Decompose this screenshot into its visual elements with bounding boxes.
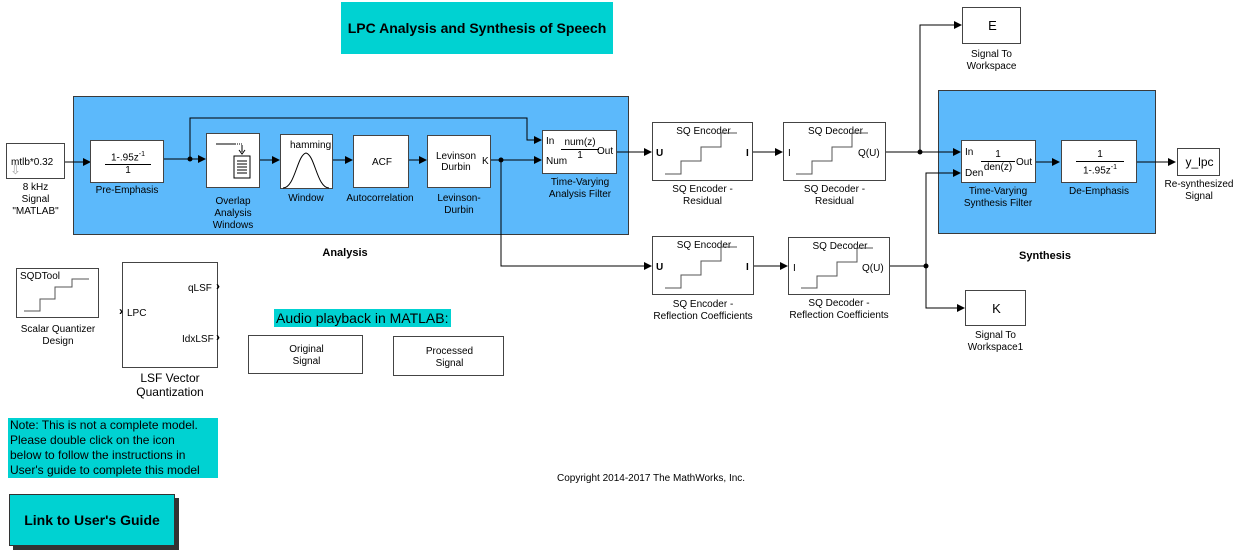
port-q-u: Q(U) bbox=[858, 148, 880, 159]
note-annotation: Note: This is not a complete model. Plea… bbox=[8, 418, 218, 478]
port-i: I bbox=[788, 148, 791, 159]
port-den: Den bbox=[965, 168, 984, 179]
port-num: Num bbox=[546, 156, 568, 167]
model-title: LPC Analysis and Synthesis of Speech bbox=[341, 2, 613, 54]
autocorrelation-label: Autocorrelation bbox=[346, 193, 414, 204]
levinson-durbin-block[interactable]: Levinson Durbin K bbox=[427, 135, 491, 188]
window-block[interactable]: hamming bbox=[280, 134, 333, 189]
staircase-icon bbox=[665, 246, 737, 289]
sq-encoder-title: SQ Encoder bbox=[676, 126, 731, 137]
sqdtool-text: SQDTool bbox=[20, 271, 61, 282]
buffer-icon bbox=[216, 143, 251, 179]
sqdtool-label: Scalar Quantizer Design bbox=[20, 324, 96, 347]
staircase-icon bbox=[24, 278, 89, 312]
workspace-k-text: K bbox=[992, 301, 1001, 316]
workspace-k-block[interactable]: K bbox=[965, 290, 1026, 326]
y-lpc-text: y_lpc bbox=[1185, 155, 1214, 169]
window-label: Window bbox=[288, 193, 324, 204]
sq-decoder-rc-label: SQ Decoder - Reflection Coefficients bbox=[789, 298, 889, 321]
port-u: U bbox=[656, 148, 664, 159]
line-levinson-to-sqenc-rc bbox=[500, 160, 652, 270]
workspace-e-block[interactable]: E bbox=[962, 7, 1021, 44]
port-lpc: LPC bbox=[127, 308, 147, 319]
workspace-k-label: Signal To Workspace1 bbox=[967, 330, 1024, 353]
line-to-workspace-k bbox=[925, 266, 965, 312]
de-emphasis-tf: 1 1-.95z-1 bbox=[1076, 149, 1124, 177]
source-block[interactable]: mtlb*0.32 ⇩ bbox=[6, 143, 65, 179]
staircase-icon bbox=[801, 247, 873, 289]
audio-playback-annotation: Audio playback in MATLAB: bbox=[274, 309, 451, 327]
sq-encoder-residual-label: SQ Encoder - Residual bbox=[672, 184, 733, 207]
line-preemph-to-filter-in bbox=[189, 117, 542, 159]
sq-decoder-rc-block[interactable]: SQ Decoder I Q(U) bbox=[788, 237, 890, 295]
de-emphasis-label: De-Emphasis bbox=[1068, 186, 1130, 197]
pre-emphasis-label: Pre-Emphasis bbox=[95, 185, 159, 196]
port-i: I bbox=[793, 263, 796, 274]
pre-emphasis-tf: 1-.95z-1 1 bbox=[105, 149, 151, 177]
source-block-text: mtlb*0.32 bbox=[11, 157, 54, 168]
model-title-text: LPC Analysis and Synthesis of Speech bbox=[347, 20, 607, 36]
input-port-icon: › bbox=[119, 304, 123, 318]
port-out: Out bbox=[1016, 157, 1033, 168]
overlap-windows-block[interactable] bbox=[206, 133, 260, 188]
analysis-filter-label: Time-Varying Analysis Filter bbox=[548, 177, 612, 200]
synthesis-filter-tf: 1 den(z) bbox=[981, 149, 1015, 174]
port-i: I bbox=[746, 148, 749, 159]
staircase-icon bbox=[665, 132, 737, 175]
synthesis-filter-block[interactable]: In Den Out 1 den(z) bbox=[961, 140, 1036, 183]
sq-encoder-rc-block[interactable]: SQ Encoder U I bbox=[652, 236, 754, 295]
levinson-durbin-label: Levinson- Durbin bbox=[437, 193, 481, 216]
original-signal-button[interactable]: Original Signal bbox=[248, 335, 363, 374]
sq-encoder-residual-block[interactable]: SQ Encoder U I bbox=[652, 122, 753, 181]
sq-decoder-residual-label: SQ Decoder - Residual bbox=[803, 184, 866, 207]
y-lpc-label: Re-synthesized Signal bbox=[1164, 179, 1234, 202]
window-type-text: hamming bbox=[290, 140, 332, 151]
source-label: 8 kHz Signal "MATLAB" bbox=[12, 182, 59, 217]
port-out: Out bbox=[597, 146, 614, 157]
output-port-icon: › bbox=[216, 279, 220, 293]
port-in: In bbox=[965, 147, 974, 158]
line-to-workspace-e bbox=[919, 21, 962, 152]
analysis-filter-block[interactable]: In Num Out num(z) 1 bbox=[542, 130, 617, 174]
analysis-filter-tf: num(z) 1 bbox=[561, 137, 599, 162]
sq-decoder-residual-block[interactable]: SQ Decoder I Q(U) bbox=[783, 122, 886, 181]
hamming-curve-icon bbox=[282, 152, 330, 189]
port-q-u: Q(U) bbox=[862, 263, 884, 274]
users-guide-link-button[interactable]: Link to User's Guide bbox=[9, 494, 175, 546]
port-u: U bbox=[656, 262, 664, 273]
synthesis-area-label: Synthesis bbox=[1019, 250, 1071, 262]
analysis-area[interactable] bbox=[73, 96, 629, 235]
port-idxlsf: IdxLSF bbox=[182, 334, 214, 345]
line-sqdec-rc-to-synth-den bbox=[890, 169, 961, 267]
sq-encoder-title: SQ Encoder bbox=[676, 240, 732, 251]
output-port-icon: › bbox=[216, 330, 220, 344]
sq-decoder-title: SQ Decoder bbox=[807, 126, 864, 137]
copyright-text: Copyright 2014-2017 The MathWorks, Inc. bbox=[557, 473, 746, 484]
processed-signal-button[interactable]: Processed Signal bbox=[393, 336, 504, 376]
lsf-vq-label: LSF Vector Quantization bbox=[136, 371, 204, 399]
sqdtool-block[interactable]: SQDTool bbox=[16, 268, 99, 318]
acf-text: ACF bbox=[372, 157, 392, 168]
overlap-windows-label: Overlap Analysis Windows bbox=[212, 196, 254, 231]
y-lpc-block[interactable]: y_lpc bbox=[1177, 148, 1220, 176]
de-emphasis-block[interactable]: 1 1-.95z-1 bbox=[1061, 140, 1137, 183]
levinson-port-k: K bbox=[482, 156, 489, 167]
synthesis-filter-label: Time-Varying Synthesis Filter bbox=[963, 186, 1033, 209]
acf-block[interactable]: ACF bbox=[353, 135, 409, 188]
workspace-e-label: Signal To Workspace bbox=[966, 49, 1017, 72]
port-in: In bbox=[546, 136, 555, 147]
levinson-text: Levinson Durbin bbox=[435, 151, 477, 173]
analysis-area-label: Analysis bbox=[322, 247, 368, 259]
port-i: I bbox=[746, 262, 749, 273]
sq-encoder-rc-label: SQ Encoder - Reflection Coefficients bbox=[653, 299, 753, 322]
lsf-vq-block[interactable]: › LPC qLSF › IdxLSF › bbox=[119, 262, 220, 368]
pre-emphasis-block[interactable]: 1-.95z-1 1 bbox=[90, 140, 164, 183]
download-arrow-icon: ⇩ bbox=[10, 162, 21, 177]
workspace-e-text: E bbox=[988, 18, 997, 33]
staircase-icon bbox=[796, 132, 868, 175]
port-qlsf: qLSF bbox=[188, 283, 212, 294]
sq-decoder-title: SQ Decoder bbox=[812, 241, 868, 252]
